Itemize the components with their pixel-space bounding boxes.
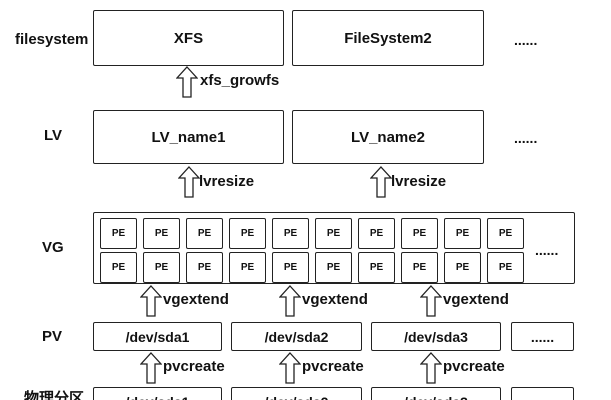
pe-block: PE bbox=[487, 252, 524, 283]
pe-block: PE bbox=[143, 218, 180, 249]
pe-block: PE bbox=[100, 252, 137, 283]
pe-block: PE bbox=[272, 252, 309, 283]
row-label-vg: VG bbox=[42, 239, 64, 256]
pe-block: PE bbox=[358, 218, 395, 249]
xfs-growfs-label: xfs_growfs bbox=[200, 72, 280, 89]
pv-box-sda3: /dev/sda3 bbox=[371, 322, 501, 351]
filesystem-more-ellipsis: ...... bbox=[514, 32, 538, 48]
partition-box-sda2: /dev/sda2 bbox=[231, 387, 362, 400]
pe-block: PE bbox=[358, 252, 395, 283]
pe-block: PE bbox=[143, 252, 180, 283]
row-label-lv: LV bbox=[44, 127, 63, 144]
pe-block: PE bbox=[186, 252, 223, 283]
pvcreate-label-3: pvcreate bbox=[443, 358, 505, 375]
lvresize-arrow-icon-1 bbox=[178, 166, 200, 198]
row-label-filesystem: filesystem bbox=[15, 31, 89, 48]
row-label-partition: 物理分区 bbox=[24, 390, 85, 400]
pvcreate-arrow-icon-1 bbox=[140, 352, 162, 384]
pe-block: PE bbox=[444, 252, 481, 283]
lv-more-ellipsis: ...... bbox=[514, 130, 538, 146]
lvresize-label-2: lvresize bbox=[391, 173, 447, 190]
pe-block: PE bbox=[229, 252, 266, 283]
pv-box-more: ...... bbox=[511, 322, 574, 351]
vgextend-label-2: vgextend bbox=[302, 291, 368, 308]
partition-box-sda3: /dev/sda3 bbox=[371, 387, 501, 400]
pvcreate-label-1: pvcreate bbox=[163, 358, 225, 375]
filesystem-box-filesystem2: FileSystem2 bbox=[292, 10, 484, 66]
pe-block: PE bbox=[229, 218, 266, 249]
vgextend-arrow-icon-2 bbox=[279, 285, 301, 317]
lv-box-lv-name2: LV_name2 bbox=[292, 110, 484, 164]
vgextend-arrow-icon-3 bbox=[420, 285, 442, 317]
lvresize-arrow-icon-2 bbox=[370, 166, 392, 198]
xfs-growfs-arrow-icon bbox=[176, 66, 198, 98]
row-label-pv: PV bbox=[42, 328, 63, 345]
lv-box-lv-name1: LV_name1 bbox=[93, 110, 284, 164]
vg-more-ellipsis: ...... bbox=[535, 242, 559, 258]
pe-block: PE bbox=[100, 218, 137, 249]
vgextend-label-3: vgextend bbox=[443, 291, 509, 308]
pe-block: PE bbox=[401, 218, 438, 249]
pv-box-sda1: /dev/sda1 bbox=[93, 322, 222, 351]
pe-block: PE bbox=[186, 218, 223, 249]
vg-container bbox=[93, 212, 575, 284]
pe-block: PE bbox=[444, 218, 481, 249]
pvcreate-arrow-icon-3 bbox=[420, 352, 442, 384]
vgextend-label-1: vgextend bbox=[163, 291, 229, 308]
partition-box-more: ...... bbox=[511, 387, 574, 400]
partition-box-sda1: /dev/sda1 bbox=[93, 387, 222, 400]
lvresize-label-1: lvresize bbox=[199, 173, 255, 190]
pvcreate-arrow-icon-2 bbox=[279, 352, 301, 384]
pv-box-sda2: /dev/sda2 bbox=[231, 322, 362, 351]
vgextend-arrow-icon-1 bbox=[140, 285, 162, 317]
pe-block: PE bbox=[315, 218, 352, 249]
pvcreate-label-2: pvcreate bbox=[302, 358, 364, 375]
pe-block: PE bbox=[272, 218, 309, 249]
pe-block: PE bbox=[401, 252, 438, 283]
filesystem-box-xfs: XFS bbox=[93, 10, 284, 66]
pe-block: PE bbox=[487, 218, 524, 249]
pe-block: PE bbox=[315, 252, 352, 283]
